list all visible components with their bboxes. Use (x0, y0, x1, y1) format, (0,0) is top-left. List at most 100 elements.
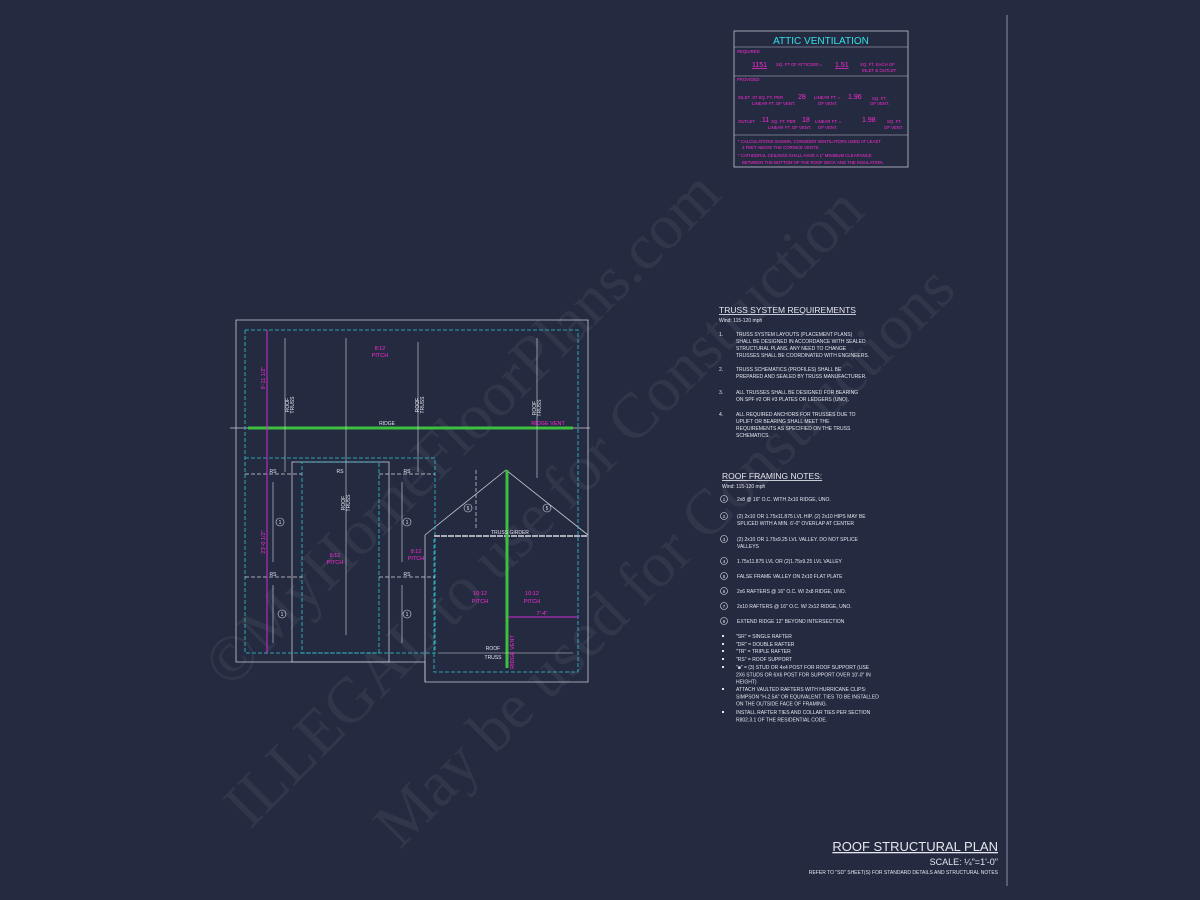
truss-item-line: PREPARED AND SEALED BY TRUSS MANUFACTURE… (736, 374, 867, 380)
drawing-label: 5 (467, 506, 470, 512)
truss-item-line: UPLIFT OR BEARING SHALL MEET THE (736, 419, 830, 425)
bullet-icon (722, 711, 724, 713)
framing-bullet-line: ATTACH VAULTED RAFTERS WITH HURRICANE CL… (736, 687, 866, 693)
framing-item-number: 4 (723, 559, 726, 564)
truss-arrows (272, 338, 573, 654)
framing-bullet-line: HEIGHT) (736, 680, 757, 686)
callout-circle-icon (720, 512, 728, 520)
framing-item-number: 6 (723, 589, 726, 594)
callout-circle-icon (720, 602, 728, 610)
drawing-label: 1 (406, 612, 409, 618)
truss-system-requirements: TRUSS SYSTEM REQUIREMENTS Wind: 115-120 … (719, 305, 869, 439)
drawing-label: PITCH (372, 353, 389, 359)
truss-item-line: SHALL BE DESIGNED IN ACCORDANCE WITH SEA… (736, 339, 866, 345)
framing-bullet-line: "SR" = SINGLE RAFTER (736, 634, 792, 640)
bullet-icon (722, 643, 724, 645)
drawing-label: SQ. FT. (887, 119, 902, 124)
drawing-label: REQUIRED (737, 49, 760, 54)
eave-line (245, 329, 579, 673)
callout-circle-icon (720, 535, 728, 543)
drawing-label: 3 FEET ABOVE THE CORNICE VENTS (742, 145, 819, 150)
drawing-label: 1 (281, 612, 284, 618)
framing-bullet-line: "■" = (3) STUD OR 4x4 POST FOR ROOF SUPP… (736, 665, 870, 671)
drawing-label: PITCH (408, 556, 425, 562)
truss-item-line: STRUCTURAL PLANS. ANY NEED TO CHANGE (736, 346, 847, 352)
truss-item-number: 3. (719, 390, 723, 396)
drawing-label: 18 (802, 117, 810, 124)
truss-item-line: ALL TRUSSES SHALL BE DESIGNED FOR BEARIN… (736, 390, 858, 396)
callout-circle-icon (720, 617, 728, 625)
drawing-label: 7'-4" (537, 611, 548, 617)
drawing-label: LINEAR FT. OF VENT. (768, 125, 811, 130)
drawing-label: BETWEEN THE BOTTOM OF THE ROOF DECK AND … (742, 160, 884, 165)
framing-item-line: 1.75x11.875 LVL OR (2)1.75x9.25 LVL VALL… (737, 559, 843, 565)
framing-bullet-line: R802.3.1 OF THE RESIDENTIAL CODE. (736, 717, 827, 723)
drawing-label: SQ. FT. EACH OF (860, 62, 895, 67)
drawing-label: 8:12 (375, 346, 386, 352)
drawing-label: LINEAR FT. OF VENT. (752, 101, 795, 106)
drawing-label: ROOF (486, 646, 500, 652)
bullet-icon (722, 688, 724, 690)
truss-item-number: 1. (719, 332, 723, 338)
drawing-label: .11 (760, 117, 769, 124)
truss-item-line: REQUIREMENTS AS SPECIFIED ON THE TRUSS (736, 426, 851, 432)
drawing-label: RS (270, 572, 278, 578)
drawing-label: OF VENT. (818, 101, 837, 106)
truss-item-line: SCHEMATICS. (736, 433, 770, 439)
drawing-label: 1.51 (835, 62, 849, 69)
drawing-label: 1 (406, 520, 409, 526)
roof-framing-notes: ROOF FRAMING NOTES: Wind: 115-120 mph 1 2… (720, 471, 879, 723)
framing-bullet-line: 2X6 STUDS OR 6X6 POST FOR SUPPORT OVER 1… (736, 672, 871, 678)
attic-title: ATTIC VENTILATION (773, 36, 869, 47)
framing-title: ROOF FRAMING NOTES: (722, 471, 822, 481)
drawing-label: ROOF (415, 398, 421, 412)
drawing-label: ROOF (341, 496, 347, 510)
framing-item-number: 5 (723, 574, 726, 579)
drawing-label: 1 (279, 520, 282, 526)
drawing-label: TRUSS (485, 655, 503, 661)
framing-item-line: EXTEND RIDGE 12" BEYOND INTERSECTION (737, 619, 845, 625)
drawing-label: SQ. FT. PER (771, 119, 796, 124)
drawing-label: SQ. FT OF ATTIC/300 = (776, 62, 823, 67)
drawing-label: RS (404, 469, 412, 475)
framing-item-line: FALSE FRAME VALLEY ON 2x10 FLAT PLATE (737, 574, 843, 580)
drawing-label: TRUSS (346, 494, 352, 512)
truss-title: TRUSS SYSTEM REQUIREMENTS (719, 305, 856, 315)
framing-item-number: 1 (723, 497, 726, 502)
framing-item-number: 7 (723, 604, 726, 609)
attic-ventilation-table: ATTIC VENTILATION REQUIRED 1151 SQ. FT O… (733, 30, 909, 168)
drawing-label: OUTLET (738, 119, 755, 124)
framing-bullet-line: SIMPSON "H-2.5A" OR EQUIVALENT. TIES TO … (736, 694, 879, 700)
drawing-label: LINEAR FT. = (814, 95, 841, 100)
drawing-label: 10:12 (473, 591, 487, 597)
truss-item-number: 2. (719, 367, 723, 373)
callout-circle-icon (720, 587, 728, 595)
drawing-label: RS (404, 572, 412, 578)
drawing-label: TRUSS GIRDER (491, 530, 529, 536)
drawing-label: 28 (798, 94, 806, 101)
drawing-label: RIDGE VENT (510, 635, 516, 669)
drawing-label: INLET & OUTLET (862, 68, 897, 73)
truss-item-number: 4. (719, 412, 723, 418)
framing-bullet-line: ON THE OUTSIDE FACE OF FRAMING. (736, 702, 827, 708)
drawing-label: RIDGE (379, 421, 396, 427)
drawing-label: RS (270, 469, 278, 475)
truss-item-line: ON SPF #2 OR #3 PLATES OR LEDGERS (UNO). (736, 397, 849, 403)
truss-item-line: TRUSS SCHEMATICS (PROFILES) SHALL BE (736, 367, 842, 373)
framing-item-line: (2) 2x10 OR 1.75x11.875 LVL HIP. (2) 2x1… (737, 514, 866, 520)
bullet-icon (722, 658, 724, 660)
callout-circle-icon (720, 572, 728, 580)
drawing-label: LINEAR FT. = (815, 119, 842, 124)
bullet-icon (722, 650, 724, 652)
bullet-icon (722, 666, 724, 668)
drawing-label: ROOF (532, 401, 538, 415)
bullet-icon (722, 635, 724, 637)
drawing-label: 5 (546, 506, 549, 512)
drawing-label: OF VENT. (884, 125, 903, 130)
drawing-label: Wind: 115-120 mph (722, 484, 765, 490)
drawing-label: PITCH (472, 599, 489, 605)
framing-bullet-line: "RS" = ROOF SUPPORT (736, 657, 792, 663)
drawing-label: TRUSS (420, 396, 426, 414)
drawing-label: 8:12 (411, 549, 422, 555)
